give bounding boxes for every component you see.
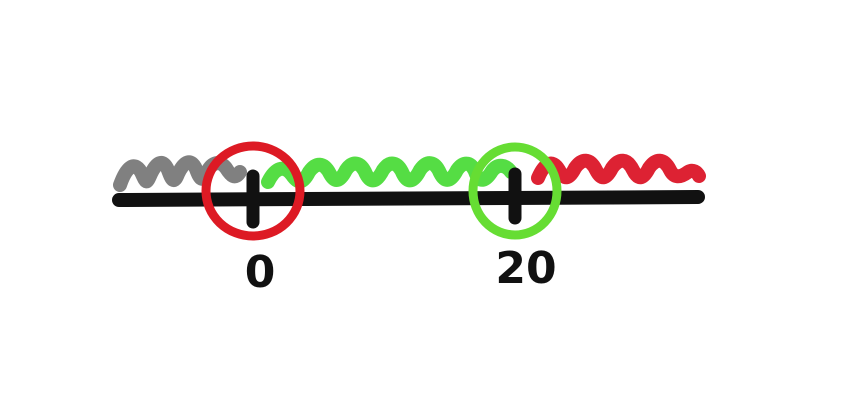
scribble-gray-region <box>113 155 247 192</box>
tick-label-20: 20 <box>495 243 556 294</box>
number-line-axis <box>112 190 705 207</box>
scribble-red-region <box>531 153 706 185</box>
red-circle-marker <box>201 141 305 241</box>
tick-label-0: 0 <box>245 247 276 298</box>
green-circle-marker <box>468 142 562 240</box>
